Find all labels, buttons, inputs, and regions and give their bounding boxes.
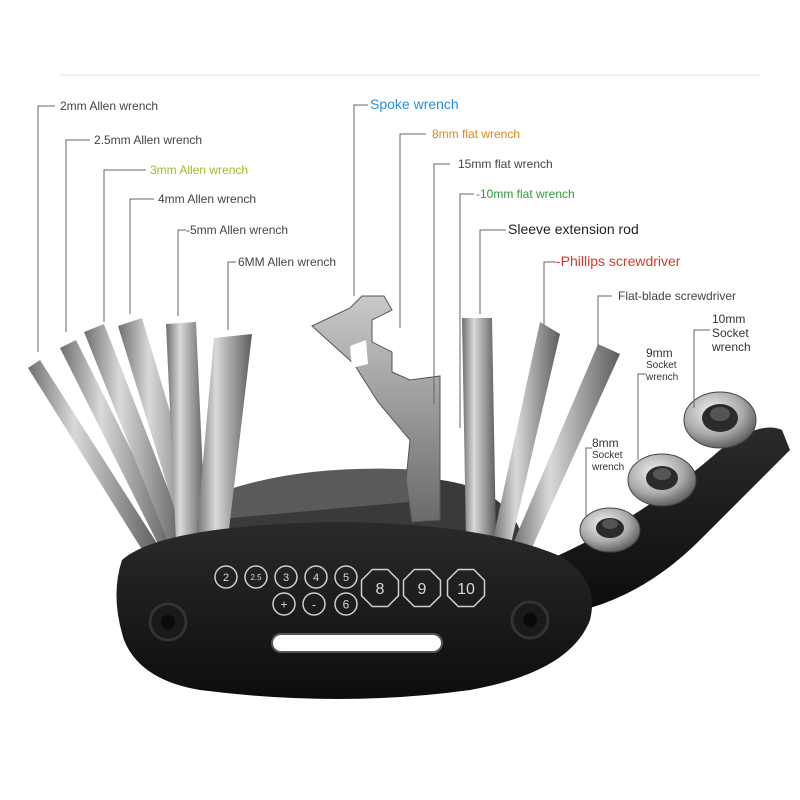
socket-10mm bbox=[683, 391, 757, 449]
handle-markings: 2 2.5 3 4 5 + - 6 8 9 10 bbox=[214, 565, 486, 616]
leader-socket-8 bbox=[585, 447, 592, 516]
leader-socket-9 bbox=[637, 373, 646, 460]
socket-10-line2: wrench bbox=[712, 340, 751, 354]
allen-key-6mm bbox=[196, 334, 252, 540]
socket-9mm bbox=[627, 453, 697, 507]
marking-2: 2 bbox=[214, 565, 238, 589]
leader-allen-2-5mm bbox=[65, 139, 90, 332]
callout-phillips: -Phillips screwdriver bbox=[556, 253, 681, 269]
spoke-wrench-slot bbox=[350, 340, 368, 368]
callout-sleeve-rod: Sleeve extension rod bbox=[508, 221, 639, 237]
marking-2-5-label: 2.5 bbox=[250, 573, 262, 582]
bolt-hex-left bbox=[161, 615, 175, 629]
allen-key-2mm bbox=[28, 360, 160, 556]
leader-flat-15mm bbox=[433, 163, 450, 404]
marking-3: 3 bbox=[274, 565, 298, 589]
socket-8mm bbox=[579, 507, 641, 553]
marking-large-9-label: 9 bbox=[418, 581, 427, 598]
marking-5-label: 5 bbox=[343, 572, 349, 584]
handle-slot bbox=[271, 633, 443, 653]
leader-flat-8mm bbox=[399, 133, 426, 328]
socket-10-size: 10mm bbox=[712, 312, 746, 326]
marking-bottom-1: - bbox=[302, 592, 326, 616]
callout-spoke-wrench: Spoke wrench bbox=[370, 96, 459, 112]
spoke-wrench-plate bbox=[311, 295, 441, 523]
marking-large-8: 8 bbox=[360, 568, 400, 608]
marking-large-10: 10 bbox=[446, 568, 486, 608]
socket-9-line2: wrench bbox=[646, 372, 679, 383]
marking-bottom-2: 6 bbox=[334, 592, 358, 616]
leader-flat-10mm bbox=[459, 193, 474, 428]
callout-flat-8mm: 8mm flat wrench bbox=[432, 127, 521, 141]
socket-8-line2: wrench bbox=[592, 462, 625, 473]
leader-lines bbox=[37, 104, 710, 516]
socket-9-line1: Socket bbox=[646, 360, 677, 371]
marking-2-label: 2 bbox=[223, 572, 229, 584]
marking-large-8-label: 8 bbox=[376, 581, 385, 598]
leader-flat-blade bbox=[597, 295, 612, 350]
side-plate-edge bbox=[200, 468, 430, 520]
marking-bottom-2-label: 6 bbox=[343, 597, 350, 611]
marking-3-label: 3 bbox=[283, 572, 289, 584]
marking-bottom-0: + bbox=[272, 592, 296, 616]
marking-5: 5 bbox=[334, 565, 358, 589]
marking-4: 4 bbox=[304, 565, 328, 589]
callout-allen-2mm: 2mm Allen wrench bbox=[60, 99, 159, 113]
allen-key-2-5mm bbox=[60, 340, 176, 548]
callout-socket-10: 10mm Socket wrench bbox=[712, 312, 751, 354]
callout-allen-4mm: 4mm Allen wrench bbox=[158, 192, 257, 206]
callout-allen-5mm: -5mm Allen wrench bbox=[186, 223, 289, 237]
marking-bottom-1-label: - bbox=[312, 597, 316, 611]
marking-2-5: 2.5 bbox=[244, 565, 268, 589]
leader-allen-5mm bbox=[177, 229, 186, 316]
socket-8-line1: Socket bbox=[592, 450, 623, 461]
leader-allen-2mm bbox=[37, 105, 55, 352]
flat-blade-screwdriver bbox=[512, 344, 620, 552]
socket-10-line1: Socket bbox=[712, 326, 749, 340]
callout-allen-2-5mm: 2.5mm Allen wrench bbox=[94, 133, 203, 147]
leader-allen-4mm bbox=[129, 198, 154, 314]
callout-flat-10mm: -10mm flat wrench bbox=[476, 187, 575, 201]
bolt-hex-right bbox=[523, 613, 537, 627]
sleeve-extension-rod bbox=[462, 318, 496, 540]
marking-bottom-0-label: + bbox=[280, 597, 287, 611]
socket-8-size: 8mm bbox=[592, 436, 619, 450]
leader-spoke bbox=[353, 104, 368, 296]
callout-flat-15mm: 15mm flat wrench bbox=[458, 157, 553, 171]
leader-phillips bbox=[543, 261, 556, 326]
leader-allen-6mm bbox=[227, 261, 236, 330]
phillips-screwdriver bbox=[492, 322, 560, 548]
allen-keys bbox=[28, 318, 252, 556]
socket-arm bbox=[548, 427, 790, 608]
marking-large-10-label: 10 bbox=[457, 581, 475, 598]
callout-flat-blade: Flat-blade screwdriver bbox=[618, 289, 737, 303]
socket-9-size: 9mm bbox=[646, 346, 673, 360]
leader-sleeve bbox=[479, 229, 506, 314]
leader-allen-3mm bbox=[103, 169, 146, 322]
allen-key-3mm bbox=[84, 324, 186, 542]
allen-key-5mm bbox=[166, 322, 206, 542]
leader-socket-10 bbox=[693, 329, 710, 408]
marking-4-label: 4 bbox=[313, 572, 319, 584]
callout-allen-3mm: 3mm Allen wrench bbox=[150, 163, 249, 177]
callout-socket-8: 8mm Socket wrench bbox=[592, 436, 624, 474]
callout-allen-6mm: 6MM Allen wrench bbox=[238, 255, 337, 269]
callout-socket-9: 9mm Socket wrench bbox=[646, 346, 678, 384]
marking-large-9: 9 bbox=[402, 568, 442, 608]
